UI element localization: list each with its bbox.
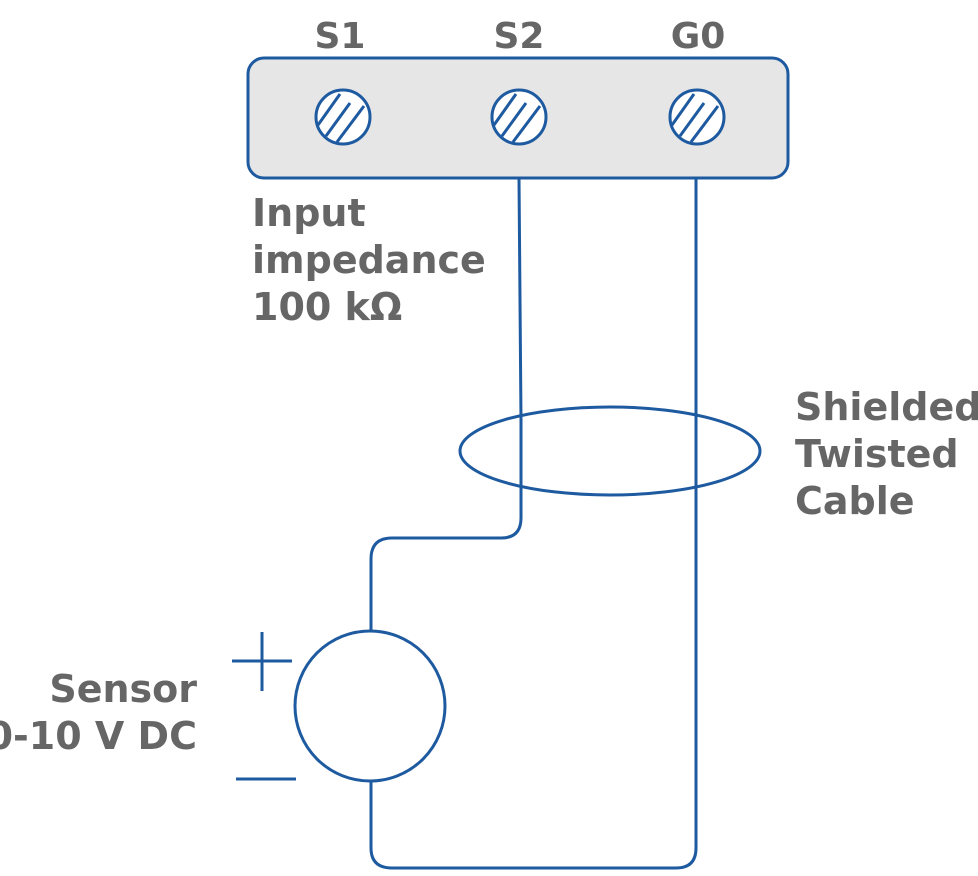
screw-terminal-s2 [490, 88, 548, 146]
cable-shield-ellipse [458, 405, 762, 497]
input-impedance-line-3: 100 kΩ [252, 285, 402, 329]
sensor-plus-icon [232, 632, 292, 691]
cable-label-line-2: Twisted [795, 432, 959, 476]
wire-g0-to-sensor-negative [369, 178, 698, 870]
wire-s2-to-sensor-positive [369, 177, 523, 632]
sensor-label-line-2: 0-10 V DC [0, 714, 197, 758]
cable-label-line-1: Shielded [795, 385, 978, 429]
cable-label-line-3: Cable [795, 479, 915, 523]
terminal-label-s1: S1 [315, 16, 366, 57]
input-impedance-line-1: Input [252, 191, 366, 235]
sensor-label-line-1: Sensor [49, 667, 197, 711]
screw-terminal-s1 [314, 88, 372, 146]
terminal-label-g0: G0 [671, 16, 726, 57]
terminal-label-s2: S2 [494, 16, 545, 57]
input-impedance-line-2: impedance [252, 238, 486, 282]
sensor-symbol [293, 629, 447, 783]
screw-terminal-g0 [668, 88, 726, 146]
